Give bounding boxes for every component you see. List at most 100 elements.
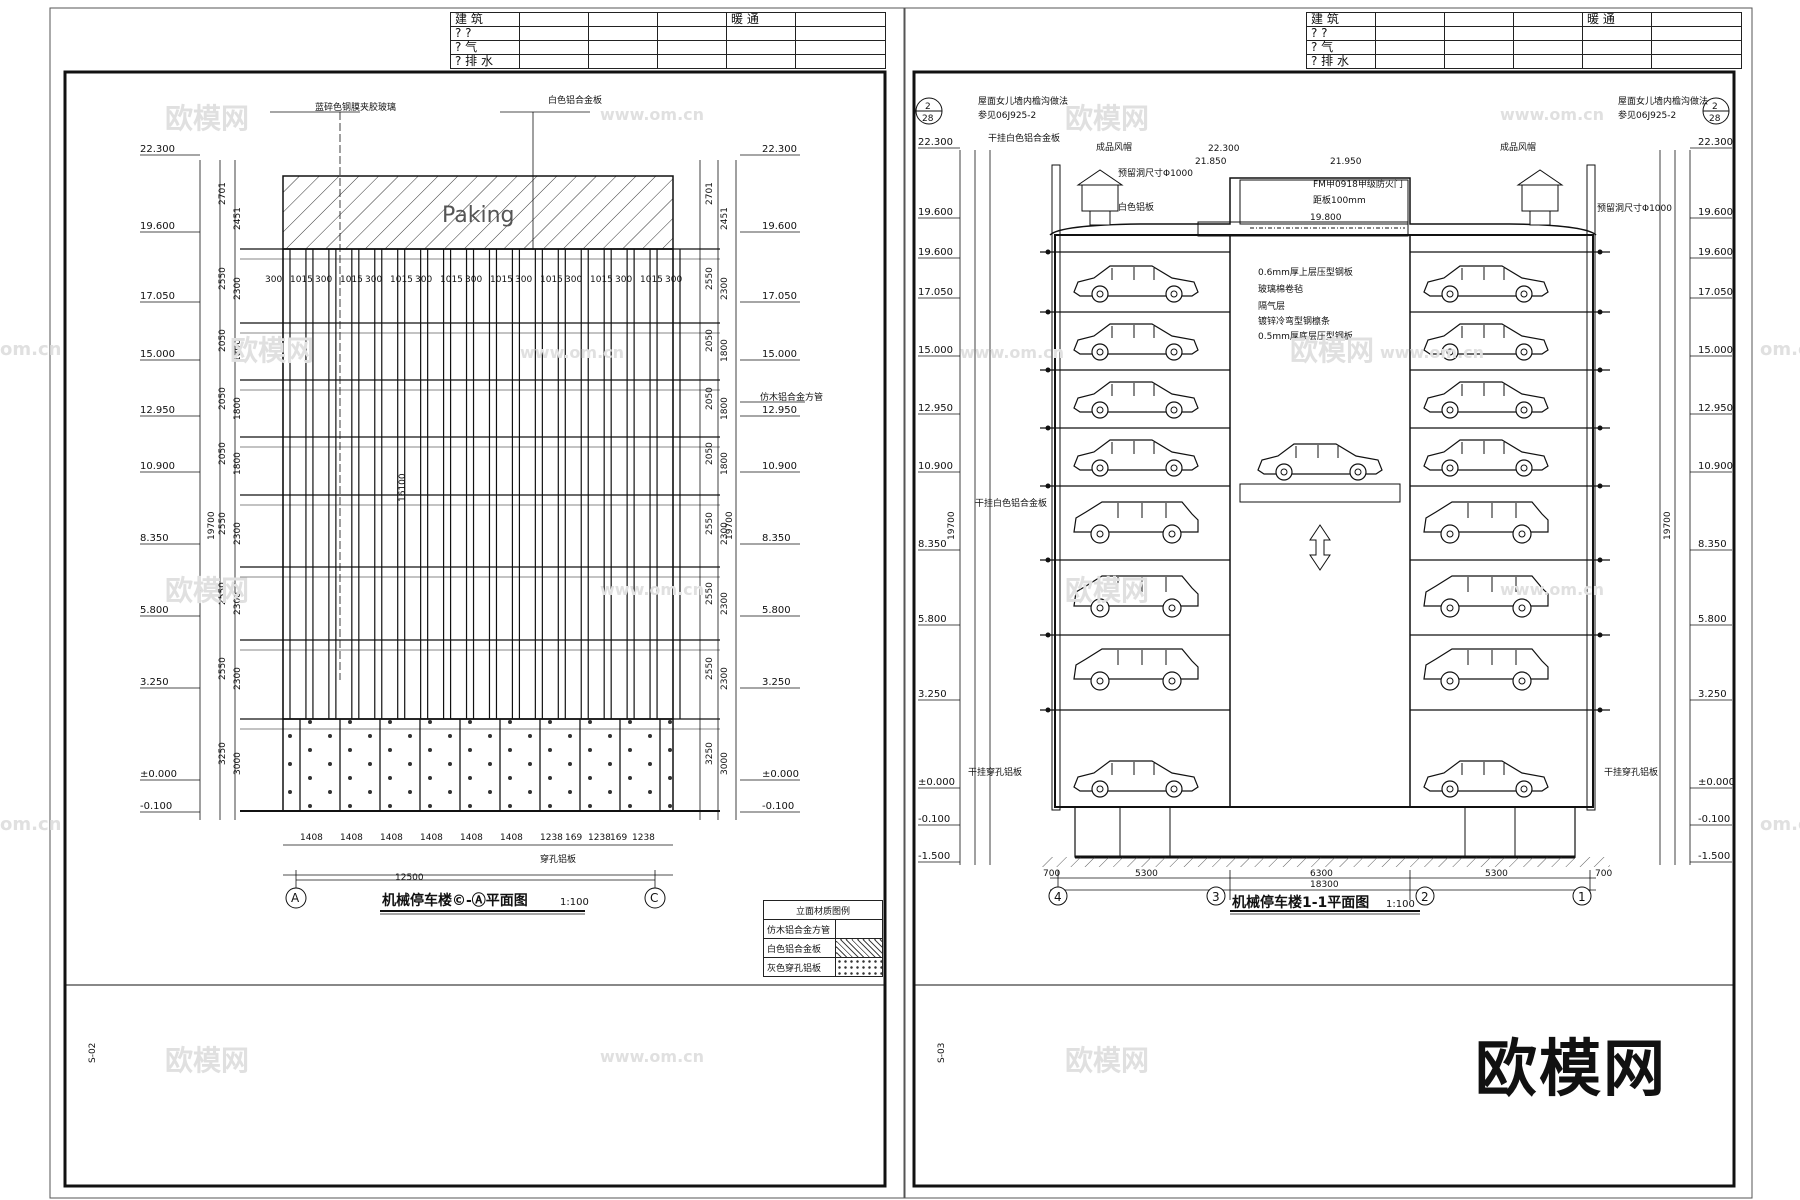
elev-label-left: -1.500 bbox=[918, 851, 950, 862]
roof-layer-5: 0.5mm厚底层压型钢板 bbox=[1258, 330, 1353, 342]
connector-dot bbox=[1597, 707, 1603, 713]
inner-height-left: 16100 bbox=[398, 473, 408, 502]
car-icon bbox=[1073, 439, 1199, 477]
watermark-url: www.om.cn bbox=[960, 343, 1064, 362]
elev-label-left: 5.800 bbox=[140, 605, 169, 616]
elev-label-right: 17.050 bbox=[762, 291, 797, 302]
elev-label-left: 10.900 bbox=[140, 461, 175, 472]
car-icon bbox=[1073, 265, 1199, 303]
bottom-dim: 1238 bbox=[632, 833, 655, 843]
elev-label-right: 19.600 bbox=[1698, 247, 1733, 258]
connector-dot bbox=[1045, 249, 1051, 255]
detail-ref-left: 2 bbox=[925, 102, 931, 112]
side-dim: 1800 bbox=[720, 339, 730, 362]
side-dim: 2550 bbox=[705, 512, 715, 535]
legend-swatch-3 bbox=[835, 957, 883, 977]
watermark-cn: 欧模网 bbox=[165, 574, 249, 607]
side-dim: 2550 bbox=[218, 582, 228, 605]
watermark-cn: 欧模网 bbox=[165, 1044, 249, 1077]
height-total-right: 19700 bbox=[947, 511, 957, 540]
legend-item-2: 白色铝合金板 bbox=[763, 938, 836, 958]
side-dim: 3000 bbox=[720, 752, 730, 775]
side-dim: 2050 bbox=[218, 442, 228, 465]
top-dim: 1015 bbox=[640, 275, 663, 285]
side-dim: 2300 bbox=[233, 277, 243, 300]
axis-left-a: A bbox=[291, 891, 300, 905]
side-dim: 2300 bbox=[720, 667, 730, 690]
connector-dot bbox=[1045, 557, 1051, 563]
car-icon bbox=[1423, 381, 1549, 419]
watermark-url: www.om.cn bbox=[1500, 105, 1604, 124]
elev-label-left: 22.300 bbox=[140, 144, 175, 155]
connector-dot bbox=[1045, 309, 1051, 315]
elev-label-left: 10.900 bbox=[918, 461, 953, 472]
top-dim: 1015 bbox=[590, 275, 613, 285]
elev-label-right: 5.800 bbox=[1698, 614, 1727, 625]
elev-label-right: ±0.000 bbox=[762, 769, 799, 780]
watermark-cn: 欧模网 bbox=[230, 334, 314, 367]
elev-label-right: 15.000 bbox=[762, 349, 797, 360]
roof-layer-4: 镀锌冷弯型钢檩条 bbox=[1258, 315, 1330, 327]
side-dim: 2050 bbox=[705, 329, 715, 352]
elev-label-right: 15.000 bbox=[1698, 345, 1733, 356]
connector-dot bbox=[1045, 367, 1051, 373]
side-dim: 2050 bbox=[218, 329, 228, 352]
elev-label-left: 15.000 bbox=[918, 345, 953, 356]
detail-ref-right: 2 bbox=[1712, 102, 1718, 112]
watermark-url: www.om.cn bbox=[600, 580, 704, 599]
top-dim: 300 bbox=[565, 275, 582, 285]
bottom-dim: 1408 bbox=[300, 833, 323, 843]
side-dim: 2300 bbox=[720, 522, 730, 545]
top-dim: 1015 bbox=[440, 275, 463, 285]
elev-label-right: 10.900 bbox=[762, 461, 797, 472]
side-dim: 2300 bbox=[233, 522, 243, 545]
elev-label-right: 19.600 bbox=[762, 221, 797, 232]
elev-label-left: 3.250 bbox=[140, 677, 169, 688]
side-dim: 2451 bbox=[720, 207, 730, 230]
elev-label-left: 5.800 bbox=[918, 614, 947, 625]
top-dim: 300 bbox=[515, 275, 532, 285]
elev-label-right: 12.950 bbox=[762, 405, 797, 416]
watermark-cn: 欧模网 bbox=[1290, 334, 1374, 367]
legend-item-3: 灰色穿孔铝板 bbox=[763, 957, 836, 977]
legend-item-1: 仿木铝合金方管 bbox=[763, 919, 836, 939]
connector-dot bbox=[1045, 425, 1051, 431]
elev-19800: 19.800 bbox=[1310, 213, 1342, 223]
top-dim: 1015 bbox=[540, 275, 563, 285]
elev-label-left: 19.600 bbox=[918, 247, 953, 258]
header-cell: 建 筑 bbox=[1306, 12, 1376, 27]
connector-dot bbox=[1045, 707, 1051, 713]
detail-sheet-left: 28 bbox=[922, 114, 934, 124]
connector-dot bbox=[1045, 632, 1051, 638]
roof-layer-2: 玻璃棉卷毡 bbox=[1258, 283, 1303, 295]
side-dim: 1800 bbox=[720, 397, 730, 420]
elev-label-right: 12.950 bbox=[1698, 403, 1733, 414]
elev-label-left: 8.350 bbox=[140, 533, 169, 544]
top-dim: 300 bbox=[415, 275, 432, 285]
elev-label-right: 19.600 bbox=[1698, 207, 1733, 218]
total-width-right: 18300 bbox=[1310, 880, 1339, 890]
bottom-dim: 1408 bbox=[340, 833, 363, 843]
top-dim: 1015 bbox=[390, 275, 413, 285]
elev-label-left: ±0.000 bbox=[918, 777, 955, 788]
axis-4: 4 bbox=[1054, 890, 1062, 904]
watermark-url: www.om.cn bbox=[1380, 343, 1484, 362]
elev-label-right: -0.100 bbox=[762, 801, 794, 812]
height-total-left-r: 19700 bbox=[725, 511, 735, 540]
side-dim: 2050 bbox=[218, 387, 228, 410]
elev-label-right: 8.350 bbox=[762, 533, 791, 544]
suv-icon bbox=[1423, 648, 1549, 691]
car-icon bbox=[1423, 265, 1549, 303]
material-legend: 立面材质图例 仿木铝合金方管 白色铝合金板 灰色穿孔铝板 bbox=[763, 900, 883, 977]
left-sheet-frame bbox=[49, 7, 906, 1199]
header-cell: ? 排 水 bbox=[1306, 54, 1376, 69]
side-dim: 2550 bbox=[218, 657, 228, 680]
axis-1: 1 bbox=[1578, 890, 1586, 904]
side-dim: 2300 bbox=[233, 667, 243, 690]
perforated-right: 干挂穿孔铝板 bbox=[1604, 766, 1658, 778]
door-note: 距板100mm bbox=[1313, 194, 1366, 206]
bottom-dim: 1238 bbox=[540, 833, 563, 843]
watermark-url: www.om.cn bbox=[1500, 580, 1604, 599]
elev-label-left: 8.350 bbox=[918, 539, 947, 550]
